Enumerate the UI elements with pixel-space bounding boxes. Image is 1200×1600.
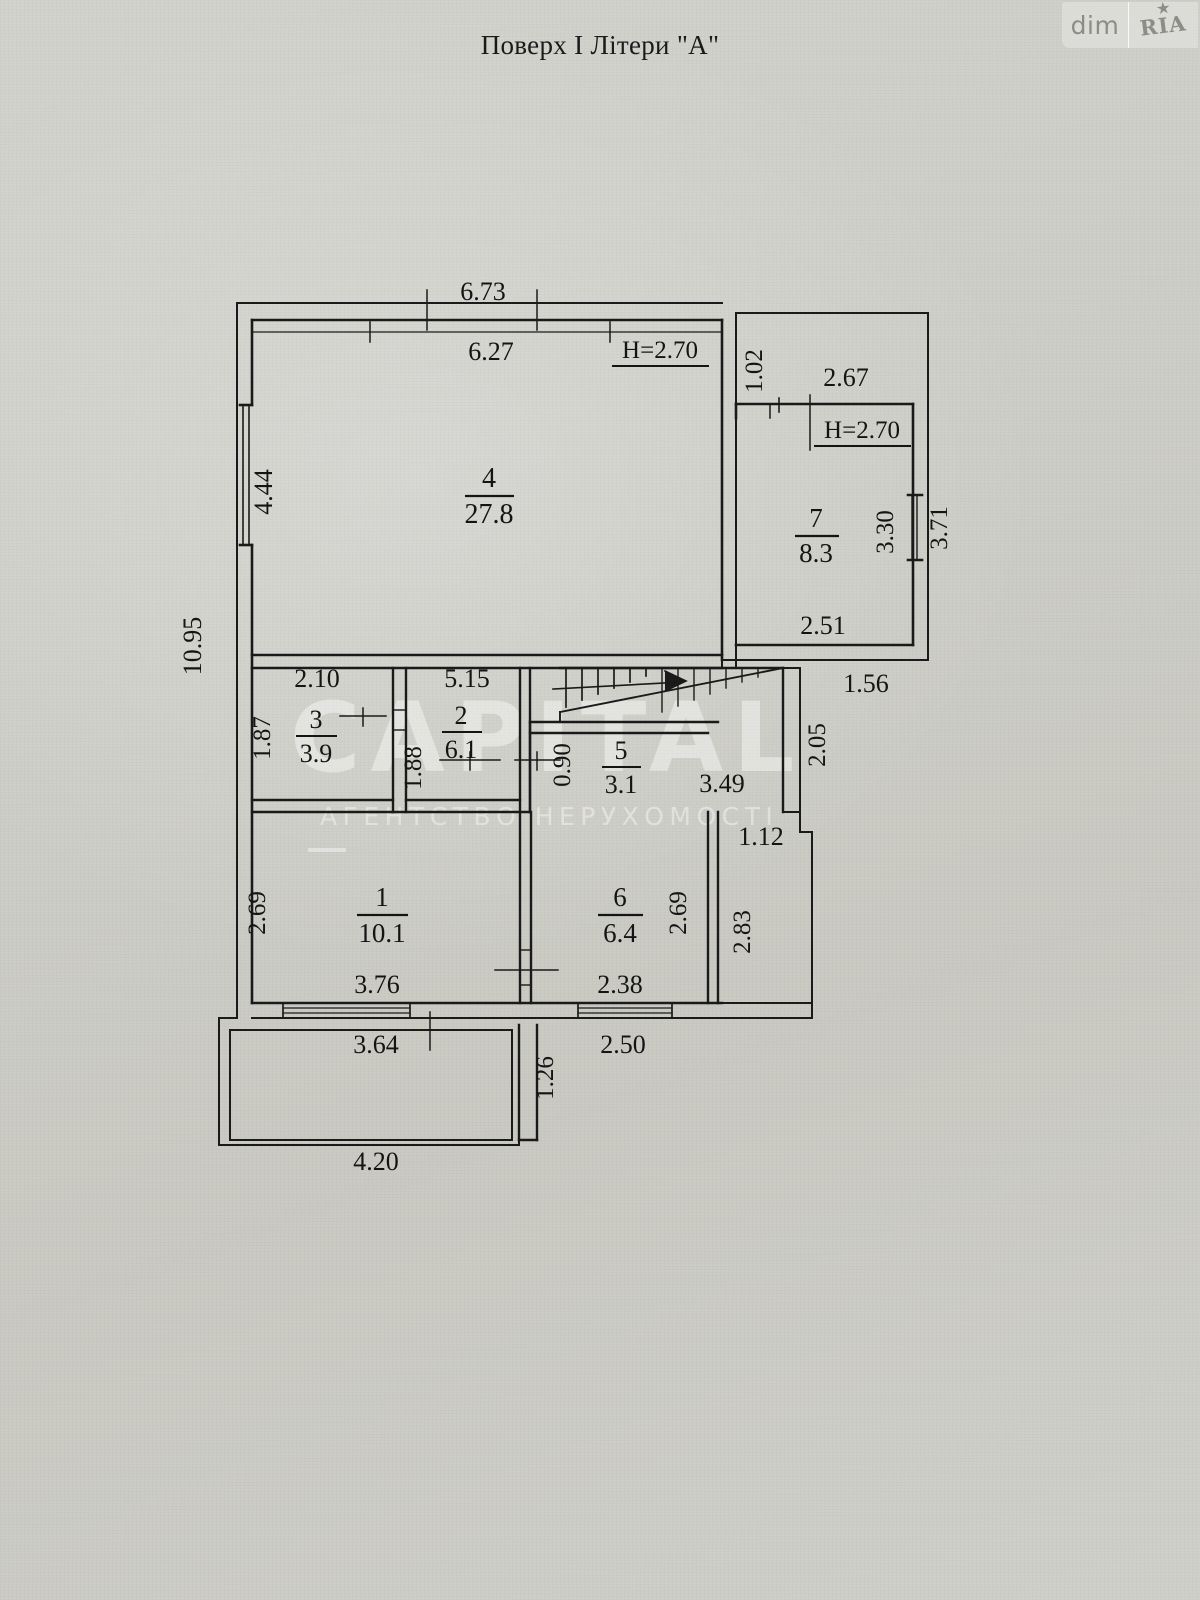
dim-top-inner: 6.27 [468,337,514,366]
room-4-area: 27.8 [465,499,514,530]
dim-right-2-05: 2.05 [804,723,831,767]
page-title: Поверх I Літери "А" [480,30,720,60]
room-3-area: 3.9 [300,739,333,768]
room-6-number: 6 [613,882,627,912]
room-4-number: 4 [482,463,496,494]
main-walls [238,318,724,1005]
dim-terrace-right-height: 1.26 [532,1056,559,1100]
dim-corridor-bottom: 3.49 [699,769,745,798]
dim-wing-left: 1.02 [741,349,768,393]
room-5-area: 3.1 [605,770,638,799]
room5-walls [528,720,720,814]
bottom-windows [251,1002,723,1019]
dim-right-2-83: 2.83 [729,910,756,954]
rooms-1-6-walls [518,810,720,1005]
room-2-label: 2 6.1 [442,701,482,764]
height-main: H=2.70 [622,337,698,364]
room-6-area: 6.4 [603,918,637,948]
dim-top-outer: 6.73 [460,277,506,306]
height-room7: H=2.70 [824,417,900,444]
room-3-label: 3 3.9 [296,705,337,768]
dim-wing-top: 2.67 [823,363,869,392]
height-room7-group: H=2.70 [814,417,911,447]
room-7-area: 8.3 [799,538,833,568]
room-1-number: 1 [375,882,389,912]
dim-terrace-right-inner: 2.50 [600,1030,646,1059]
right-outer-steps [717,659,813,1019]
room-4-label: 4 27.8 [465,463,514,530]
dim-room2-top: 5.15 [444,664,490,693]
room-5-label: 5 3.1 [602,736,641,799]
dim-room2-left: 1.88 [400,746,427,790]
logo-dim-text: dim [1070,10,1120,40]
room-1-area: 10.1 [358,918,405,948]
dim-wing-bottom: 2.51 [800,611,846,640]
dim-room3-left: 1.87 [249,716,276,760]
logo-divider [1128,2,1129,48]
room-7-label: 7 8.3 [795,503,839,568]
dimension-lines [239,289,811,1051]
dim-room5-left: 0.90 [549,743,576,787]
rooms-3-2-partitions [250,666,532,814]
room-2-area: 6.1 [445,735,478,764]
room-2-number: 2 [455,701,468,730]
dim-wing-outer-height: 3.71 [926,506,953,550]
dimension-labels: 6.73 6.27 H=2.70 1.02 2.67 H=2.70 3.30 3… [178,277,953,1176]
dim-room6-bottom: 2.38 [597,970,643,999]
right-wing-walls [734,312,929,661]
dim-terrace-top: 3.64 [353,1030,399,1059]
dim-right-1-12: 1.12 [738,822,784,851]
dim-terrace-bottom: 4.20 [353,1147,399,1176]
dim-ria-logo: dim ★ RIA [1062,2,1198,48]
dim-right-1-56: 1.56 [843,669,889,698]
height-main-group: H=2.70 [612,337,709,367]
room-6-label: 6 6.4 [598,882,643,948]
room-5-number: 5 [615,736,628,765]
room-1-label: 1 10.1 [357,882,408,948]
terrace-walls [229,1023,539,1142]
staircase [552,666,785,814]
dim-room3-top: 2.10 [294,664,340,693]
room-7-number: 7 [809,503,823,533]
dim-left-window: 4.44 [249,469,278,515]
dim-room1-left: 2.69 [244,891,271,935]
dim-room1-bottom: 3.76 [354,970,400,999]
dim-left-outer: 10.95 [178,617,207,676]
dim-wing-inner-height: 3.30 [872,510,899,554]
dim-room6-right: 2.69 [665,891,692,935]
room-3-number: 3 [310,705,323,734]
